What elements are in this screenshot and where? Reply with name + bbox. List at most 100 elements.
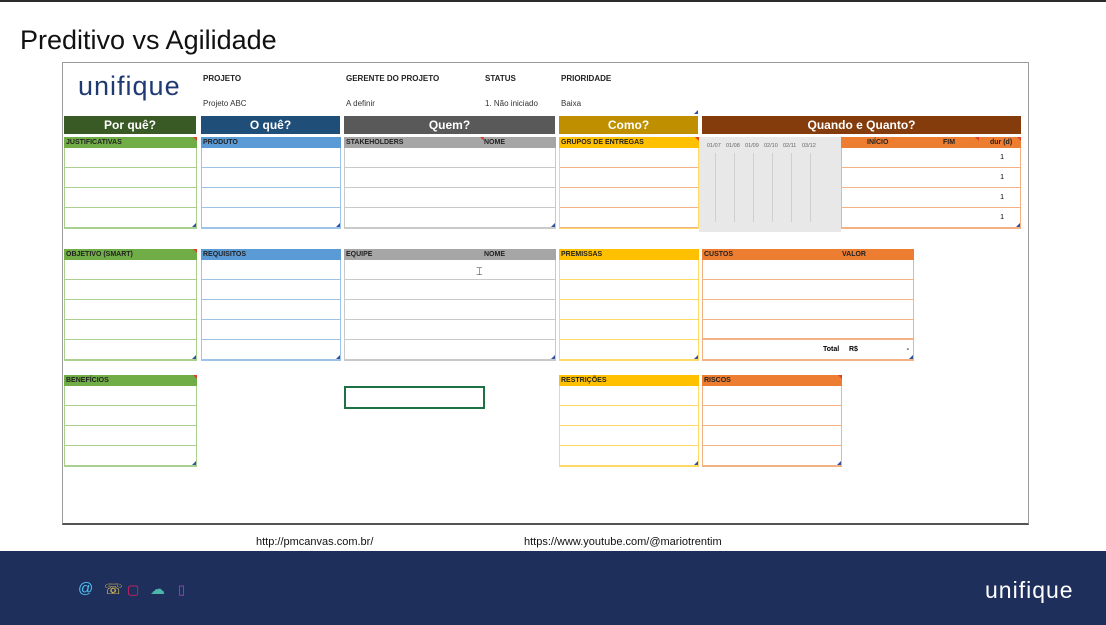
premissas-header: PREMISSAS xyxy=(559,249,699,260)
justificativa-row[interactable] xyxy=(65,168,196,188)
premissa-row[interactable] xyxy=(560,260,698,280)
section-como: Como? xyxy=(559,116,698,134)
section-quando-quanto: Quando e Quanto? xyxy=(702,116,1021,134)
requisito-row[interactable] xyxy=(202,280,340,300)
custo-row[interactable] xyxy=(703,280,913,300)
date-row[interactable]: 1 xyxy=(842,148,1020,168)
section-por-que: Por quê? xyxy=(64,116,196,134)
manager-label: GERENTE DO PROJETO xyxy=(346,74,440,83)
timeline-gridline xyxy=(734,153,735,222)
phone-icon: ☏ xyxy=(104,581,123,598)
beneficio-row[interactable] xyxy=(65,386,196,406)
beneficio-row[interactable] xyxy=(65,426,196,446)
risco-row[interactable] xyxy=(703,406,841,426)
equipe-row[interactable] xyxy=(345,300,555,320)
premissa-row[interactable] xyxy=(560,280,698,300)
equipe-row[interactable] xyxy=(345,340,555,360)
justificativa-row[interactable] xyxy=(65,208,196,228)
objetivo-row[interactable] xyxy=(65,280,196,300)
footer-link-youtube[interactable]: https://www.youtube.com/@mariotrentim xyxy=(524,536,722,548)
objetivo-row[interactable] xyxy=(65,260,196,280)
riscos-header: RISCOS xyxy=(702,375,842,386)
manager-value[interactable]: A definir xyxy=(346,99,375,108)
equipe-row[interactable] xyxy=(345,280,555,300)
produto-row[interactable] xyxy=(202,148,340,168)
duration-value: 1 xyxy=(1000,154,1004,161)
selected-cell[interactable] xyxy=(344,386,485,409)
equipe-row[interactable] xyxy=(345,260,555,280)
risco-row[interactable] xyxy=(703,426,841,446)
timeline-date: 01/09 xyxy=(745,143,759,149)
custos-valor-col: VALOR xyxy=(842,251,866,258)
grupo-entrega-row[interactable] xyxy=(560,188,698,208)
timeline-gridline xyxy=(715,153,716,222)
justificativa-row[interactable] xyxy=(65,148,196,168)
custo-row[interactable] xyxy=(703,320,913,340)
risco-row[interactable] xyxy=(703,386,841,406)
produto-block: PRODUTO xyxy=(201,137,341,229)
date-row[interactable]: 1 xyxy=(842,168,1020,188)
requisito-row[interactable] xyxy=(202,320,340,340)
premissa-row[interactable] xyxy=(560,340,698,360)
restricao-row[interactable] xyxy=(560,386,698,406)
justificativa-row[interactable] xyxy=(65,188,196,208)
premissa-row[interactable] xyxy=(560,320,698,340)
grupo-entrega-row[interactable] xyxy=(560,208,698,228)
risco-row[interactable] xyxy=(703,446,841,466)
fim-col: FIM xyxy=(943,139,956,146)
restricao-row[interactable] xyxy=(560,426,698,446)
duration-value: 1 xyxy=(1000,194,1004,201)
restricao-row[interactable] xyxy=(560,446,698,466)
stakeholder-row[interactable] xyxy=(345,148,555,168)
footer-link-pmcanvas[interactable]: http://pmcanvas.com.br/ xyxy=(256,536,374,548)
produto-row[interactable] xyxy=(202,208,340,228)
stakeholder-row[interactable] xyxy=(345,208,555,228)
timeline-date: 02/10 xyxy=(764,143,778,149)
requisito-row[interactable] xyxy=(202,340,340,360)
restricao-row[interactable] xyxy=(560,406,698,426)
grupo-entrega-row[interactable] xyxy=(560,148,698,168)
status-value[interactable]: 1. Não iniciado xyxy=(485,99,538,108)
requisito-row[interactable] xyxy=(202,300,340,320)
total-value: - xyxy=(906,346,909,353)
stakeholder-row[interactable] xyxy=(345,188,555,208)
objetivo-row[interactable] xyxy=(65,320,196,340)
window-top-edge xyxy=(0,0,1106,2)
timeline-date: 03/12 xyxy=(802,143,816,149)
beneficios-block: BENEFÍCIOS xyxy=(64,375,197,467)
objetivo-row[interactable] xyxy=(65,300,196,320)
priority-value[interactable]: Baixa xyxy=(561,99,582,108)
objetivo-row[interactable] xyxy=(65,340,196,360)
date-row[interactable]: 1 xyxy=(842,208,1020,228)
premissa-row[interactable] xyxy=(560,300,698,320)
date-row[interactable]: 1 xyxy=(842,188,1020,208)
produto-header: PRODUTO xyxy=(201,137,341,148)
stakeholders-name-col: NOME xyxy=(484,139,505,146)
slide-title: Preditivo vs Agilidade xyxy=(20,25,277,55)
chat-icon: ▢ xyxy=(127,582,140,597)
requisito-row[interactable] xyxy=(202,260,340,280)
stakeholder-row[interactable] xyxy=(345,168,555,188)
custo-row[interactable] xyxy=(703,260,913,280)
project-value[interactable]: Projeto ABC xyxy=(203,99,247,108)
project-canvas-sheet: unifique PROJETO Projeto ABC GERENTE DO … xyxy=(62,62,1029,525)
section-quem: Quem? xyxy=(344,116,555,134)
equipe-row[interactable] xyxy=(345,320,555,340)
justificativas-header: JUSTIFICATIVAS xyxy=(64,137,197,148)
beneficio-row[interactable] xyxy=(65,446,196,466)
riscos-block: RISCOS xyxy=(702,375,842,467)
beneficio-row[interactable] xyxy=(65,406,196,426)
produto-row[interactable] xyxy=(202,168,340,188)
produto-row[interactable] xyxy=(202,188,340,208)
total-label: Total xyxy=(823,346,840,353)
custo-row[interactable] xyxy=(703,300,913,320)
grupo-entrega-row[interactable] xyxy=(560,168,698,188)
grupos-entregas-block: GRUPOS DE ENTREGAS xyxy=(559,137,699,229)
